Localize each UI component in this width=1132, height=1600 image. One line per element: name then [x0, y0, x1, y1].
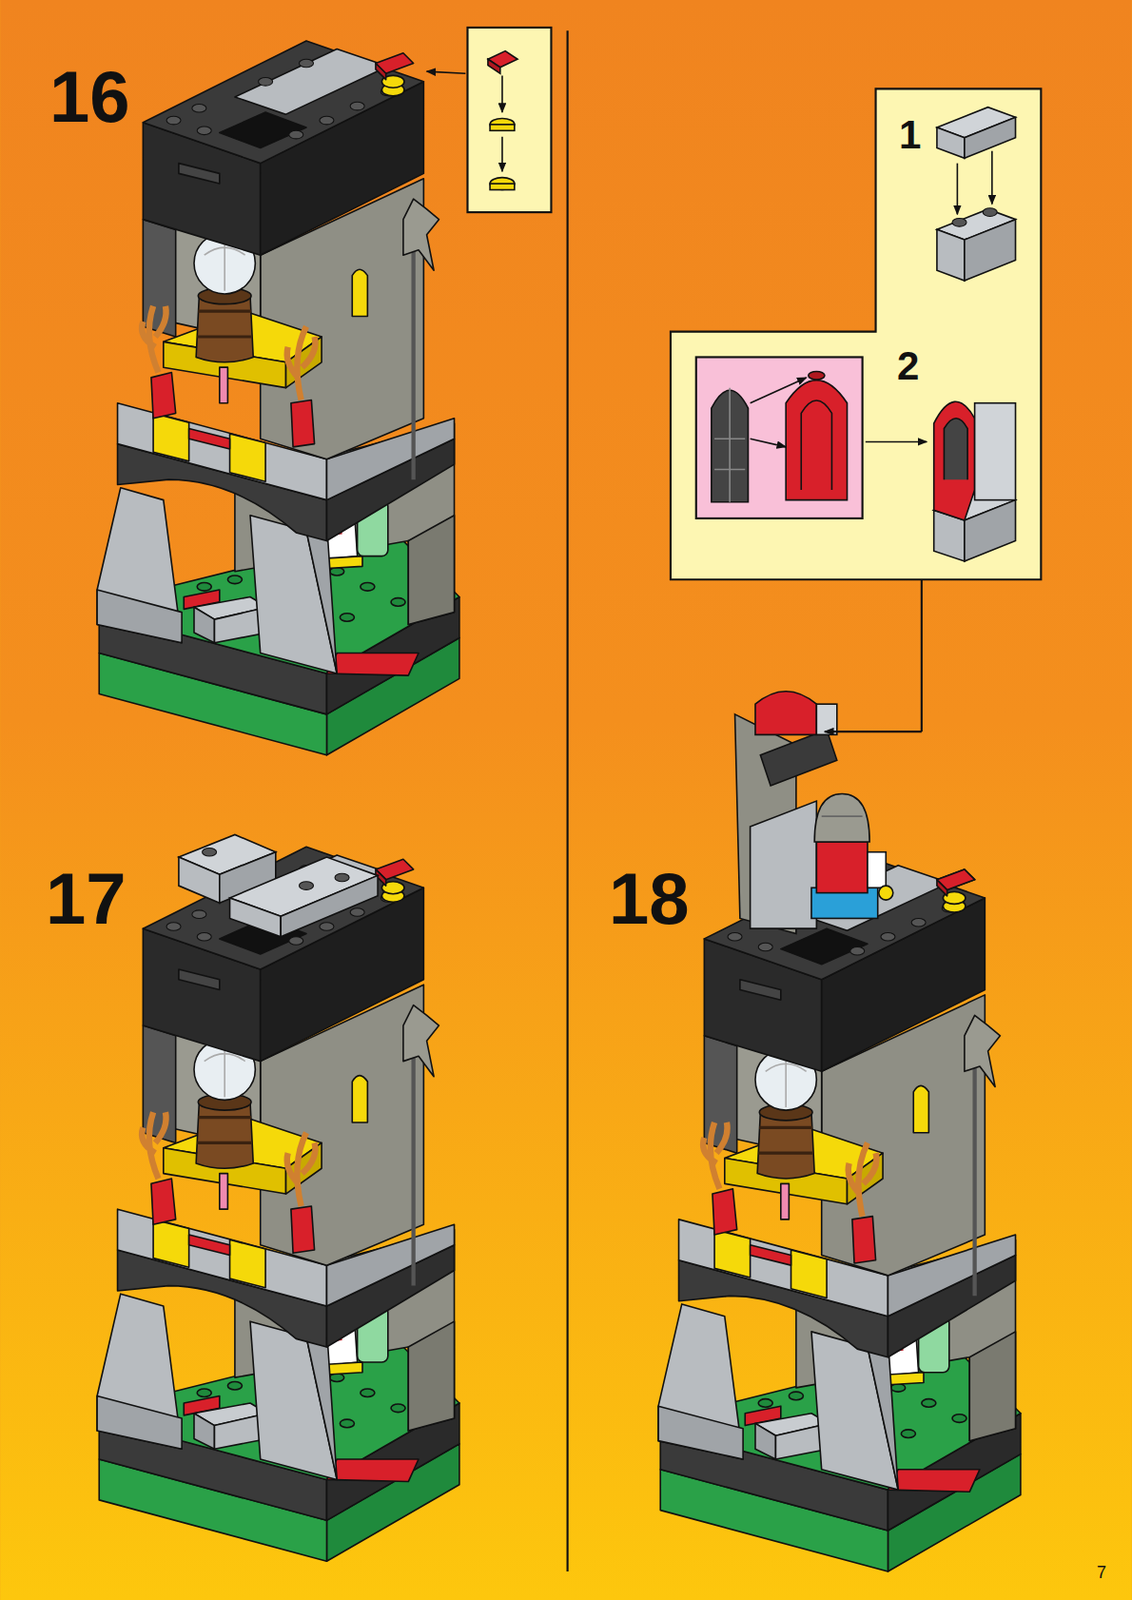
- page-number: 7: [1096, 1563, 1107, 1581]
- step-number: 17: [45, 862, 127, 936]
- callout-box: [467, 27, 551, 213]
- sub-callout-box: [696, 356, 863, 518]
- tower-model: [658, 857, 1021, 1572]
- callout-box: [670, 88, 1041, 580]
- step-number: 16: [49, 60, 131, 134]
- sub-step-number: 1: [898, 115, 921, 156]
- tower-model: [97, 40, 460, 756]
- sub-step-number: 2: [897, 346, 919, 387]
- tower-model: [97, 846, 460, 1562]
- step-number: 18: [608, 862, 690, 936]
